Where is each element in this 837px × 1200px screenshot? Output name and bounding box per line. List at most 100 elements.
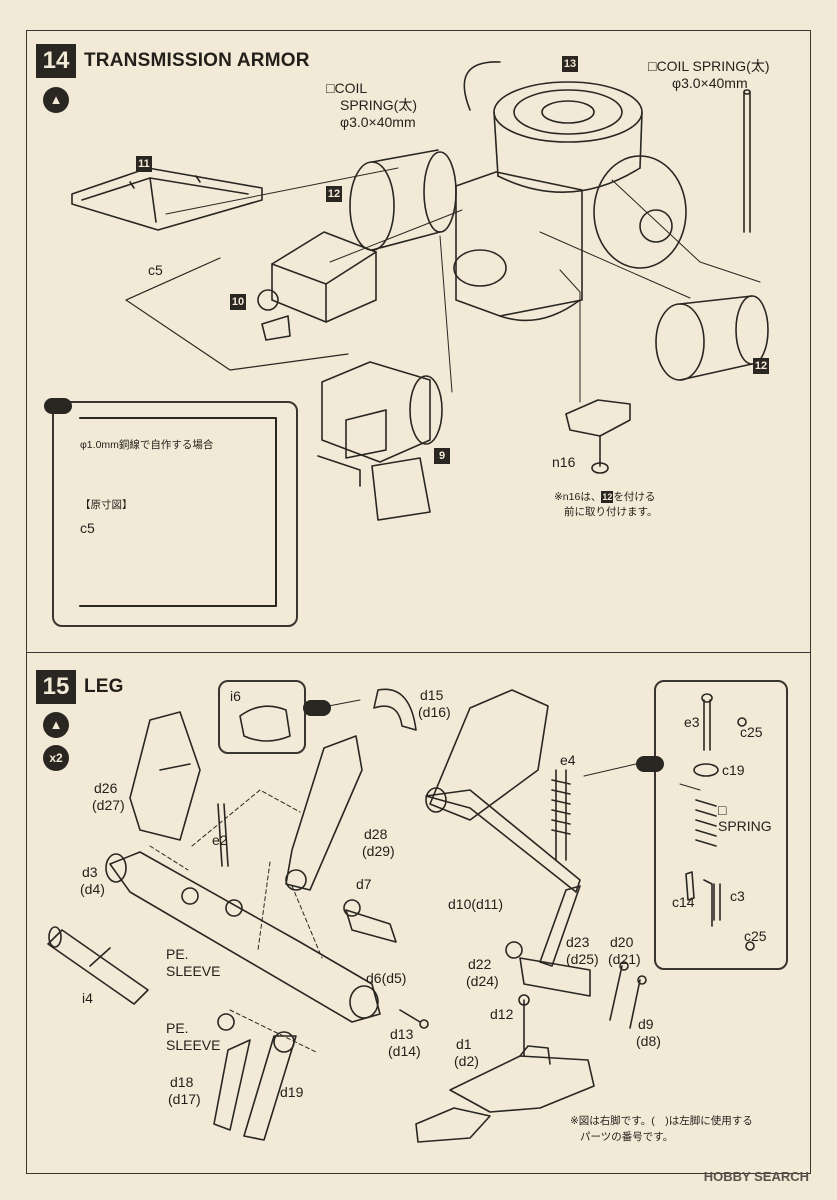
part-d26 xyxy=(129,711,201,841)
label-c3: c3 xyxy=(730,888,745,904)
assembly-lines-15 xyxy=(149,789,323,1053)
inset-template-label: 【原寸図】 xyxy=(80,499,133,511)
label-d3: d3 xyxy=(82,864,98,880)
label-e3: e3 xyxy=(684,714,700,730)
callout-icon xyxy=(303,700,331,716)
inset-spring-box xyxy=(654,680,788,970)
label-d26: d26 xyxy=(94,780,118,796)
label-d2: (d2) xyxy=(454,1053,479,1069)
label-i6: i6 xyxy=(230,688,241,704)
spring-left-line2: SPRING(太) xyxy=(340,97,417,113)
part-d12 xyxy=(518,994,530,1057)
step-divider xyxy=(26,652,811,653)
part-tag-13: 13 xyxy=(562,56,578,72)
callout-icon xyxy=(636,756,664,772)
part-d20-d9-pins xyxy=(609,961,647,1029)
label-d21: (d21) xyxy=(608,951,641,967)
part-9-gear-assembly xyxy=(317,361,443,521)
multiplier-badge: x2 xyxy=(43,745,69,771)
part-e2 xyxy=(217,803,229,867)
part-tag-12a: 12 xyxy=(326,186,342,202)
spring-inset-parts xyxy=(685,693,755,951)
label-d8: (d8) xyxy=(636,1033,661,1049)
label-c25b: c25 xyxy=(744,928,767,944)
part-11-frame xyxy=(71,167,263,231)
part-10-gearbox xyxy=(257,231,377,341)
part-tag-11: 11 xyxy=(136,156,152,172)
label-d24: (d24) xyxy=(466,973,499,989)
footnote-line1: ※図は右脚です。( )は左脚に使用する xyxy=(570,1115,753,1127)
label-spring-box: □ xyxy=(718,802,727,818)
part-i6-inset xyxy=(239,705,291,742)
label-d15: d15 xyxy=(420,687,444,703)
label-i4: i4 xyxy=(82,990,93,1006)
label-d18: d18 xyxy=(170,1074,194,1090)
footnote-line2: パーツの番号です。 xyxy=(580,1131,674,1143)
assembly-lines-14 xyxy=(165,167,761,403)
page-frame xyxy=(26,30,811,1174)
step-14-number: 14 xyxy=(36,44,76,78)
label-n16: n16 xyxy=(552,454,576,470)
label-d9: d9 xyxy=(638,1016,654,1032)
label-e2: e2 xyxy=(212,832,228,848)
part-d13 xyxy=(399,1009,429,1029)
label-d25: (d25) xyxy=(566,951,599,967)
spring-left-line1: □COIL xyxy=(326,80,368,96)
label-d19: d19 xyxy=(280,1084,304,1100)
alternate-method-icon xyxy=(44,398,72,414)
label-d10: d10(d11) xyxy=(448,896,504,912)
part-12-cylinder-right xyxy=(655,295,769,381)
part-tag-9: 9 xyxy=(434,448,450,464)
part-d15 xyxy=(373,688,417,731)
label-c25a: c25 xyxy=(740,724,763,740)
label-d14: (d14) xyxy=(388,1043,421,1059)
watermark: HOBBY SEARCH xyxy=(703,1169,809,1184)
label-d7: d7 xyxy=(356,876,372,892)
label-d1: d1 xyxy=(456,1036,472,1052)
n16-note-line1: ※n16は、12を付ける xyxy=(554,491,656,503)
label-c5: c5 xyxy=(148,262,163,278)
label-d27: (d27) xyxy=(92,797,125,813)
label-d13: d13 xyxy=(390,1026,414,1042)
label-pe2b: SLEEVE xyxy=(166,1037,221,1053)
label-d22: d22 xyxy=(468,956,492,972)
part-d3-upper-arm xyxy=(105,851,381,1023)
label-d29: (d29) xyxy=(362,843,395,859)
inset-note: φ1.0mm銅線で自作する場合 xyxy=(80,439,214,451)
part-tag-12b: 12 xyxy=(753,358,769,374)
part-i4 xyxy=(47,926,149,1005)
part-d7 xyxy=(343,899,397,943)
n16-note-line2: 前に取り付けます。 xyxy=(564,506,658,518)
spring-right-line2: φ3.0×40mm xyxy=(672,75,748,91)
part-e4-shock xyxy=(551,769,571,861)
part-n16 xyxy=(565,399,631,474)
label-d12: d12 xyxy=(490,1006,514,1022)
step-15-number: 15 xyxy=(36,670,76,704)
inset-i6-box xyxy=(218,680,306,754)
label-d28: d28 xyxy=(364,826,388,842)
callout-lines-15 xyxy=(317,699,701,791)
glue-cement-icon: ▲ xyxy=(43,712,69,738)
inset-alternate-wire-box xyxy=(52,401,298,627)
glue-cement-icon: ▲ xyxy=(43,87,69,113)
part-d1-foot xyxy=(415,1045,595,1143)
part-tag-10: 10 xyxy=(230,294,246,310)
label-d20: d20 xyxy=(610,934,634,950)
step-14-title: TRANSMISSION ARMOR xyxy=(84,50,310,71)
part-d28 xyxy=(285,735,363,891)
label-spring: SPRING xyxy=(718,818,772,834)
label-pe2a: PE. xyxy=(166,1020,189,1036)
label-pe1b: SLEEVE xyxy=(166,963,221,979)
label-d4: (d4) xyxy=(80,881,105,897)
inset-wire-template xyxy=(79,417,277,607)
label-d16: (d16) xyxy=(418,704,451,720)
coil-spring-rod xyxy=(743,89,751,233)
label-e4: e4 xyxy=(560,752,576,768)
part-lower-leg xyxy=(505,885,591,997)
label-d6: d6(d5) xyxy=(366,970,407,986)
inset-part-c5: c5 xyxy=(80,520,95,536)
step-15-title: LEG xyxy=(84,676,124,697)
spring-right-line1: □COIL SPRING(太) xyxy=(648,58,770,74)
part-d18-d19 xyxy=(213,1013,297,1141)
